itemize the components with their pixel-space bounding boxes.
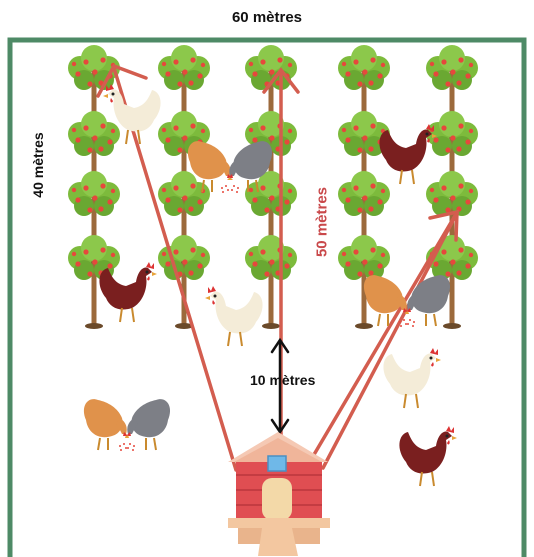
chicken-icon <box>383 348 441 408</box>
field-height-label: 40 mètres <box>30 132 46 197</box>
field-width-label: 60 mètres <box>0 9 534 26</box>
chicken-icon <box>364 275 415 327</box>
chicken-icon <box>379 124 437 184</box>
tree-distance-label: 50 mètres <box>314 187 331 257</box>
chicken-icon <box>119 399 170 451</box>
coop-distance-label: 10 mètres <box>250 372 315 388</box>
chicken-icon <box>399 275 450 327</box>
chicken-icon <box>84 399 135 451</box>
chicken-icon <box>399 426 457 486</box>
apple-tree-icon <box>158 235 210 329</box>
chicken-icon <box>99 262 157 322</box>
chicken-icon <box>205 286 263 346</box>
